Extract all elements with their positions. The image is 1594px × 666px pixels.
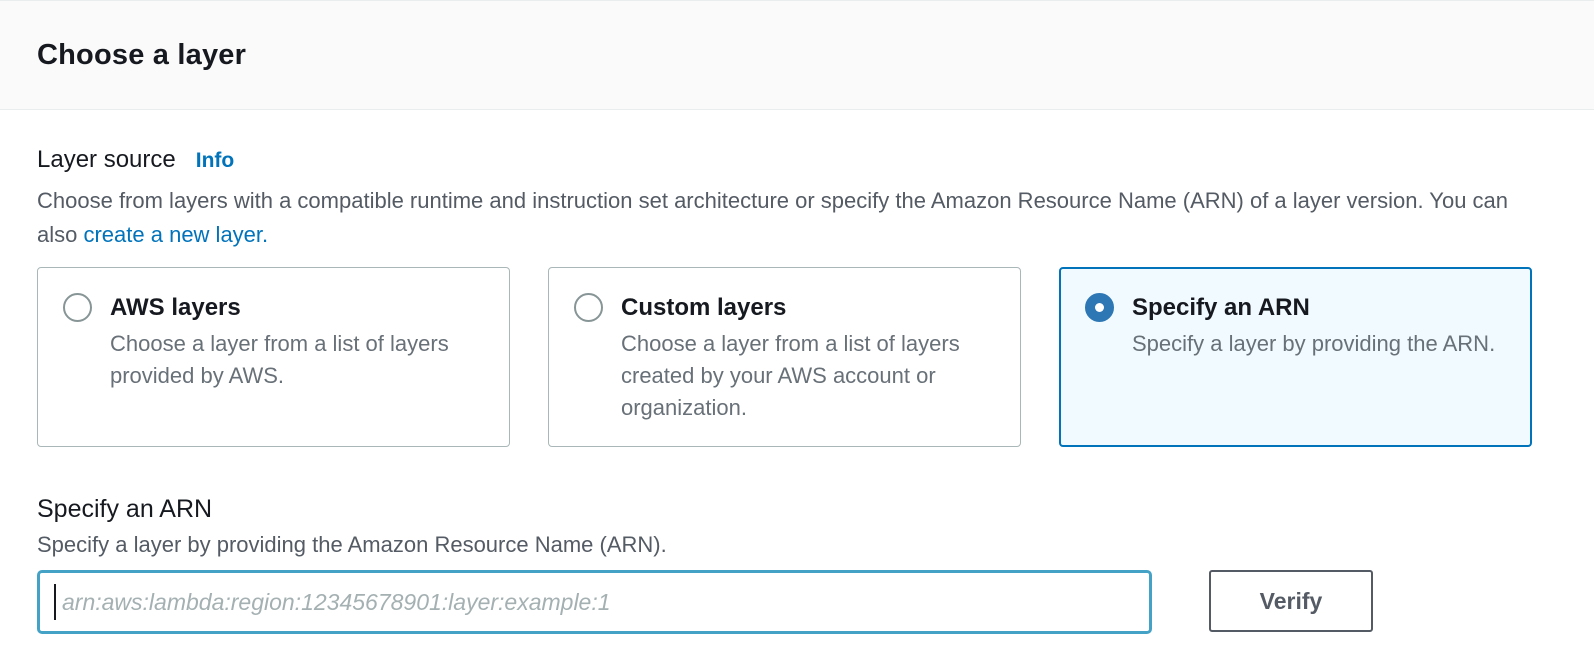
verify-button[interactable]: Verify — [1209, 570, 1373, 632]
option-description: Choose a layer from a list of layers pro… — [110, 331, 449, 388]
option-card-aws-layers[interactable]: AWS layers Choose a layer from a list of… — [37, 267, 510, 447]
layer-source-label: Layer source — [37, 146, 176, 173]
specify-arn-description: Specify a layer by providing the Amazon … — [37, 532, 667, 557]
layer-source-options: AWS layers Choose a layer from a list of… — [37, 267, 1532, 447]
arn-input-row: Verify — [37, 570, 1532, 634]
option-card-head: Specify an ARN — [1085, 293, 1507, 322]
specify-arn-section: Specify an ARN Specify a layer by provid… — [37, 495, 1532, 634]
option-title: Custom layers — [621, 293, 787, 321]
specify-arn-label: Specify an ARN — [37, 495, 213, 523]
panel-content: Layer source Info Choose from layers wit… — [0, 110, 1594, 634]
option-card-specify-an-arn[interactable]: Specify an ARN Specify a layer by provid… — [1059, 267, 1532, 447]
layer-source-description-text: Choose from layers with a compatible run… — [37, 188, 1509, 247]
option-description: Choose a layer from a list of layers cre… — [621, 331, 960, 420]
arn-input-wrapper — [37, 570, 1152, 634]
option-title: Specify an ARN — [1132, 293, 1310, 321]
layer-source-label-row: Layer source Info — [37, 146, 1532, 174]
option-card-head: AWS layers — [63, 293, 485, 322]
radio-selected-icon[interactable] — [1085, 293, 1114, 322]
arn-input[interactable] — [37, 570, 1152, 634]
option-card-custom-layers[interactable]: Custom layers Choose a layer from a list… — [548, 267, 1021, 447]
radio-unselected-icon[interactable] — [63, 293, 92, 322]
create-new-layer-link[interactable]: create a new layer. — [83, 222, 269, 247]
option-card-head: Custom layers — [574, 293, 996, 322]
radio-unselected-icon[interactable] — [574, 293, 603, 322]
text-caret — [54, 584, 56, 620]
layer-source-description: Choose from layers with a compatible run… — [37, 184, 1517, 252]
option-title: AWS layers — [110, 293, 241, 321]
panel-header: Choose a layer — [0, 1, 1594, 110]
page-title: Choose a layer — [37, 38, 247, 71]
info-link[interactable]: Info — [195, 149, 235, 172]
option-description: Specify a layer by providing the ARN. — [1132, 331, 1496, 356]
